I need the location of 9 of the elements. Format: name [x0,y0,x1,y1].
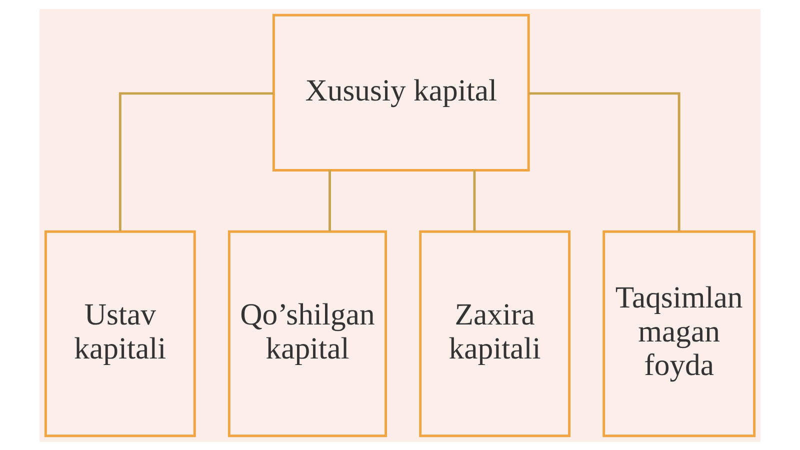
node-box: Xususiy kapital [272,13,530,171]
connector [328,170,331,231]
node-box: Taqsimlan magan foyda [602,230,756,437]
node-box: Qo’shilgan kapital [228,230,388,437]
node-box: Zaxira kapitali [419,230,571,437]
connector [528,92,680,231]
connector [473,170,476,231]
connector [118,92,274,231]
node-box: Ustav kapitali [44,230,196,437]
